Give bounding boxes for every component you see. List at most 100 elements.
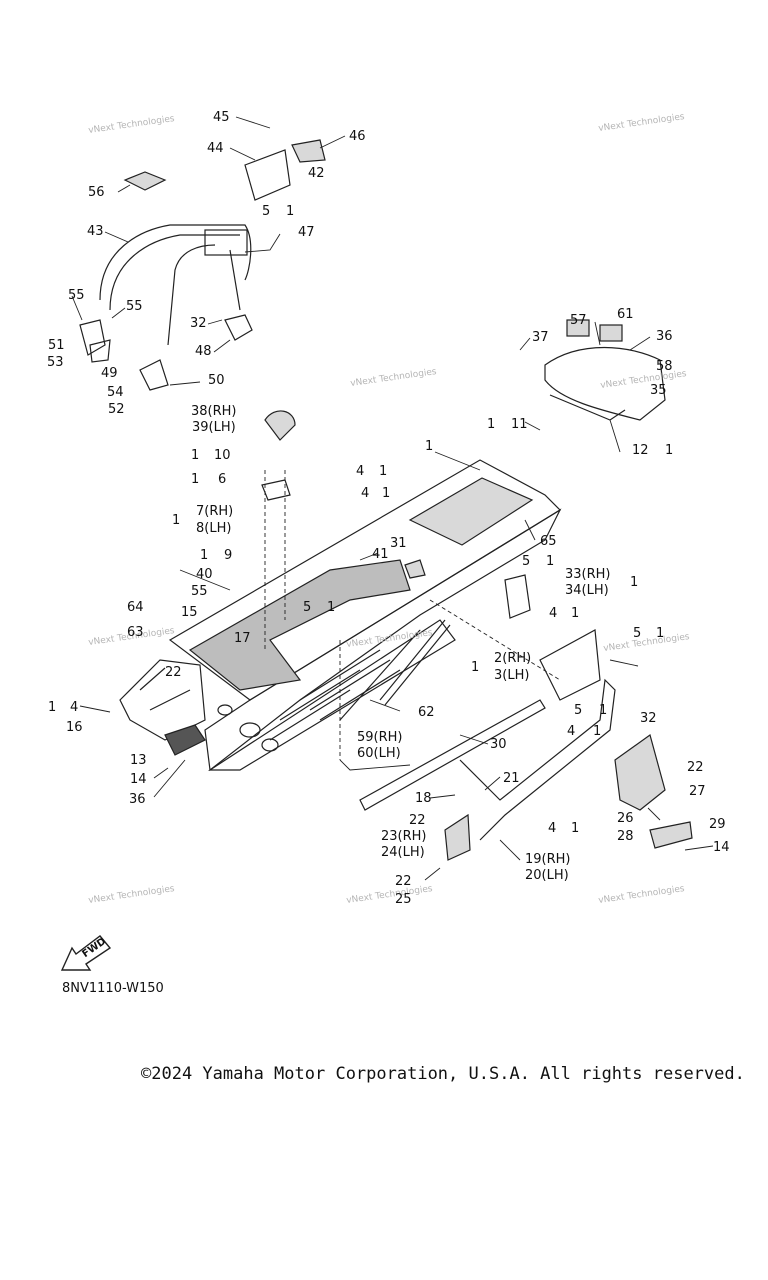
fwd-arrow-icon: FWD bbox=[60, 935, 112, 971]
callout-1-o: 1 bbox=[656, 626, 665, 641]
callout-36-b: 36 bbox=[129, 792, 146, 807]
callout-1-a: 1 bbox=[286, 204, 295, 219]
callout-49: 49 bbox=[101, 366, 118, 381]
bracket-54 bbox=[139, 359, 169, 391]
callout-32-a: 32 bbox=[190, 316, 207, 331]
callout-22-d: 22 bbox=[395, 874, 412, 889]
mount-6 bbox=[261, 479, 291, 501]
cap-46 bbox=[291, 139, 326, 163]
callout-5-b: 5 bbox=[522, 554, 531, 569]
callout-60: 60(LH) bbox=[357, 746, 401, 761]
callout-12: 12 bbox=[632, 443, 649, 458]
callout-4-a: 4 bbox=[356, 464, 365, 479]
callout-13: 13 bbox=[130, 753, 147, 768]
callout-63: 63 bbox=[127, 625, 144, 640]
front-bumper-bracket bbox=[119, 659, 206, 741]
callout-55-a: 55 bbox=[68, 288, 85, 303]
callout-47: 47 bbox=[298, 225, 315, 240]
callout-64: 64 bbox=[127, 600, 144, 615]
callout-9: 9 bbox=[224, 548, 233, 563]
tunnel-top-panel bbox=[408, 477, 534, 546]
callout-36-a: 36 bbox=[656, 329, 673, 344]
bracket-53 bbox=[89, 339, 111, 363]
callout-41: 41 bbox=[372, 547, 389, 562]
callout-3: 3(LH) bbox=[494, 668, 530, 683]
callout-61: 61 bbox=[617, 307, 634, 322]
callout-6: 6 bbox=[218, 472, 227, 487]
callout-40: 40 bbox=[196, 567, 213, 582]
callout-1-l: 1 bbox=[630, 575, 639, 590]
callout-33: 33(RH) bbox=[565, 567, 611, 582]
tunnel-side-wall bbox=[204, 508, 562, 772]
callout-4-b: 4 bbox=[361, 486, 370, 501]
callout-65: 65 bbox=[540, 534, 557, 549]
callout-4-e: 4 bbox=[567, 724, 576, 739]
rail-62 bbox=[379, 619, 451, 706]
callout-30: 30 bbox=[490, 737, 507, 752]
rail-59 bbox=[339, 629, 421, 721]
callout-1-t: 1 bbox=[571, 821, 580, 836]
callout-1-n: 1 bbox=[571, 606, 580, 621]
cover-56 bbox=[123, 171, 167, 191]
callout-42: 42 bbox=[308, 166, 325, 181]
callout-8: 8(LH) bbox=[196, 521, 232, 536]
guard-33 bbox=[504, 574, 531, 619]
frame-hole-3 bbox=[217, 704, 233, 716]
callout-55-c: 55 bbox=[191, 584, 208, 599]
callout-35: 35 bbox=[650, 383, 667, 398]
leader-lines bbox=[71, 116, 714, 881]
callout-1-s: 1 bbox=[593, 724, 602, 739]
right-side-parts bbox=[339, 559, 693, 861]
callout-4-f: 4 bbox=[548, 821, 557, 836]
callout-1-k: 1 bbox=[546, 554, 555, 569]
callout-54: 54 bbox=[107, 385, 124, 400]
callout-4-c: 4 bbox=[549, 606, 558, 621]
callout-20: 20(LH) bbox=[525, 868, 569, 883]
callout-25: 25 bbox=[395, 892, 412, 907]
callout-52: 52 bbox=[108, 402, 125, 417]
rear-flap-assembly bbox=[544, 319, 666, 421]
callout-7: 7(RH) bbox=[196, 504, 234, 519]
callout-22-c: 22 bbox=[409, 813, 426, 828]
tunnel-frame bbox=[168, 459, 562, 772]
frame-hole-2 bbox=[261, 738, 279, 752]
callout-1-d: 1 bbox=[665, 443, 674, 458]
callout-37: 37 bbox=[532, 330, 549, 345]
mount-48 bbox=[224, 314, 253, 341]
side-rail-30 bbox=[359, 699, 546, 811]
grab-handle-19 bbox=[459, 678, 616, 841]
cap-38 bbox=[264, 410, 296, 441]
callout-1-e: 1 bbox=[191, 448, 200, 463]
callout-1-h: 1 bbox=[382, 486, 391, 501]
plate-13 bbox=[164, 724, 206, 756]
callout-51: 51 bbox=[48, 338, 65, 353]
callout-4-d: 4 bbox=[70, 700, 79, 715]
traction-slots bbox=[269, 649, 401, 741]
callout-26: 26 bbox=[617, 811, 634, 826]
bracket-23 bbox=[444, 813, 471, 861]
callout-1-r: 1 bbox=[599, 703, 608, 718]
callout-45: 45 bbox=[213, 110, 230, 125]
callout-24: 24(LH) bbox=[381, 845, 425, 860]
callout-2: 2(RH) bbox=[494, 651, 532, 666]
bracket-51 bbox=[79, 319, 106, 356]
callout-46: 46 bbox=[349, 129, 366, 144]
callout-5-d: 5 bbox=[633, 626, 642, 641]
callout-16: 16 bbox=[66, 720, 83, 735]
footrest-mat bbox=[188, 559, 411, 691]
callout-1-i: 1 bbox=[172, 513, 181, 528]
callout-39: 39(LH) bbox=[192, 420, 236, 435]
callout-14-b: 14 bbox=[713, 840, 730, 855]
callout-1-m: 1 bbox=[327, 600, 336, 615]
callout-34: 34(LH) bbox=[565, 583, 609, 598]
pad-29 bbox=[649, 821, 693, 849]
top-accessory-parts bbox=[79, 139, 326, 391]
callout-28: 28 bbox=[617, 829, 634, 844]
callout-31: 31 bbox=[390, 536, 407, 551]
callout-53: 53 bbox=[47, 355, 64, 370]
callout-29: 29 bbox=[709, 817, 726, 832]
callout-38: 38(RH) bbox=[191, 404, 237, 419]
callout-23: 23(RH) bbox=[381, 829, 427, 844]
callout-48: 48 bbox=[195, 344, 212, 359]
